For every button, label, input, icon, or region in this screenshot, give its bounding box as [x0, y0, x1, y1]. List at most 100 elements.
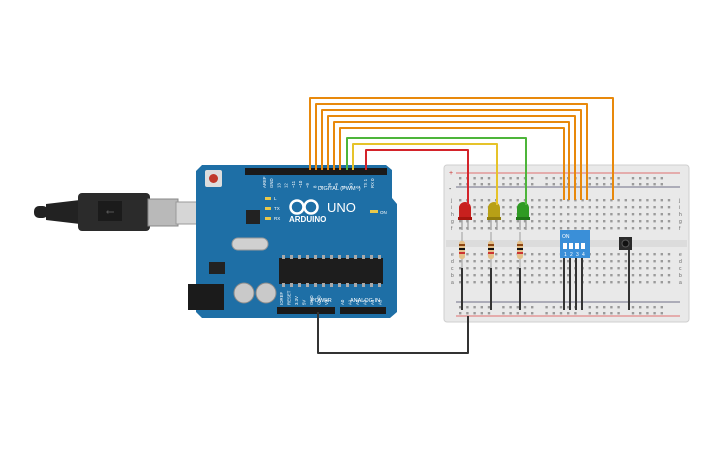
arduino-logo — [289, 199, 319, 215]
breadboard-hole — [610, 227, 613, 230]
led-red[interactable] — [458, 202, 472, 230]
power-pin-label: Vin — [324, 298, 329, 305]
breadboard-hole — [545, 227, 548, 230]
breadboard-hole — [624, 267, 627, 270]
breadboard-hole — [646, 274, 649, 277]
breadboard-hole — [631, 220, 635, 223]
l-led-label: L — [274, 196, 277, 201]
breadboard-hole — [653, 281, 656, 284]
resistor[interactable] — [459, 232, 465, 268]
breadboard-hole — [660, 281, 663, 284]
breadboard-hole — [559, 206, 563, 209]
analog-pin-label: A5 — [378, 299, 383, 305]
breadboard-hole — [509, 267, 512, 270]
microcontroller-chip — [279, 258, 383, 284]
breadboard-hole — [545, 312, 548, 315]
digital-pin-label: RX 0 — [370, 178, 375, 188]
breadboard-hole — [516, 183, 519, 186]
breadboard-hole — [531, 306, 534, 309]
rail-plus-label: + — [449, 170, 453, 177]
row-letter: j — [678, 198, 680, 204]
breadboard-hole — [516, 220, 519, 223]
breadboard-hole — [567, 260, 570, 263]
breadboard-hole — [667, 267, 671, 270]
breadboard-hole — [552, 267, 555, 270]
breadboard-hole — [588, 213, 591, 216]
breadboard-hole — [480, 227, 483, 230]
breadboard-hole — [559, 227, 563, 230]
breadboard-hole — [531, 199, 534, 202]
breadboard-hole — [624, 274, 627, 277]
breadboard-hole — [502, 227, 505, 230]
breadboard-hole — [523, 312, 527, 315]
breadboard-hole — [603, 206, 606, 209]
breadboard-hole — [559, 312, 563, 315]
breadboard-hole — [523, 281, 527, 284]
row-letter: a — [679, 280, 682, 286]
breadboard-hole — [617, 227, 620, 230]
dip-num-4: 4 — [582, 252, 585, 258]
breadboard-hole — [480, 274, 483, 277]
pushbutton[interactable] — [619, 237, 632, 250]
analog-label: ANALOG IN — [350, 298, 380, 304]
breadboard-hole — [559, 220, 563, 223]
breadboard-hole — [660, 306, 663, 309]
row-letter: g — [679, 219, 682, 225]
digital-pin-label: GND — [269, 178, 274, 188]
dip-switch[interactable]: ON 1 2 3 4 — [560, 230, 590, 258]
dip-num-1: 1 — [564, 252, 567, 258]
breadboard-hole — [473, 281, 476, 284]
crystal — [231, 237, 269, 251]
breadboard-hole — [466, 253, 469, 256]
digital-pin-label: 13 — [276, 183, 281, 188]
breadboard-hole — [631, 213, 635, 216]
digital-pin-label: ~6 — [327, 182, 332, 188]
breadboard-hole — [610, 199, 613, 202]
breadboard-hole — [538, 274, 541, 277]
breadboard-hole — [660, 183, 663, 186]
breadboard-hole — [603, 183, 606, 186]
breadboard-hole — [545, 253, 548, 256]
breadboard-hole — [588, 227, 591, 230]
breadboard-hole — [667, 253, 671, 256]
breadboard-hole — [459, 260, 462, 263]
breadboard-hole — [473, 199, 476, 202]
svg-text:⭠: ⭠ — [106, 206, 115, 218]
breadboard-hole — [603, 220, 606, 223]
resistor[interactable] — [488, 232, 494, 268]
breadboard-hole — [545, 206, 548, 209]
led-yellow[interactable] — [487, 202, 501, 230]
breadboard-hole — [588, 274, 591, 277]
breadboard-hole — [610, 206, 613, 209]
capacitor — [255, 282, 277, 304]
breadboard-hole — [502, 253, 505, 256]
breadboard-hole — [639, 227, 642, 230]
wires — [309, 97, 630, 354]
breadboard-hole — [639, 206, 642, 209]
row-letter: i — [451, 205, 452, 211]
breadboard-hole — [660, 213, 663, 216]
breadboard-hole — [667, 220, 671, 223]
breadboard-hole — [639, 177, 642, 180]
breadboard-hole — [487, 260, 491, 263]
breadboard-hole — [567, 274, 570, 277]
breadboard-hole — [639, 183, 642, 186]
breadboard-hole — [523, 227, 527, 230]
breadboard-hole — [639, 253, 642, 256]
breadboard-hole — [610, 253, 613, 256]
breadboard-hole — [531, 312, 534, 315]
led-green[interactable] — [516, 202, 530, 230]
dip-num-2: 2 — [570, 252, 573, 258]
breadboard-hole — [624, 260, 627, 263]
breadboard-hole — [617, 312, 620, 315]
breadboard-hole — [552, 281, 555, 284]
resistor[interactable] — [517, 232, 523, 268]
breadboard-hole — [473, 267, 476, 270]
breadboard-hole — [653, 199, 656, 202]
breadboard-hole — [502, 177, 505, 180]
breadboard-hole — [480, 253, 483, 256]
breadboard-hole — [502, 281, 505, 284]
breadboard-hole — [646, 253, 649, 256]
breadboard-hole — [631, 267, 635, 270]
